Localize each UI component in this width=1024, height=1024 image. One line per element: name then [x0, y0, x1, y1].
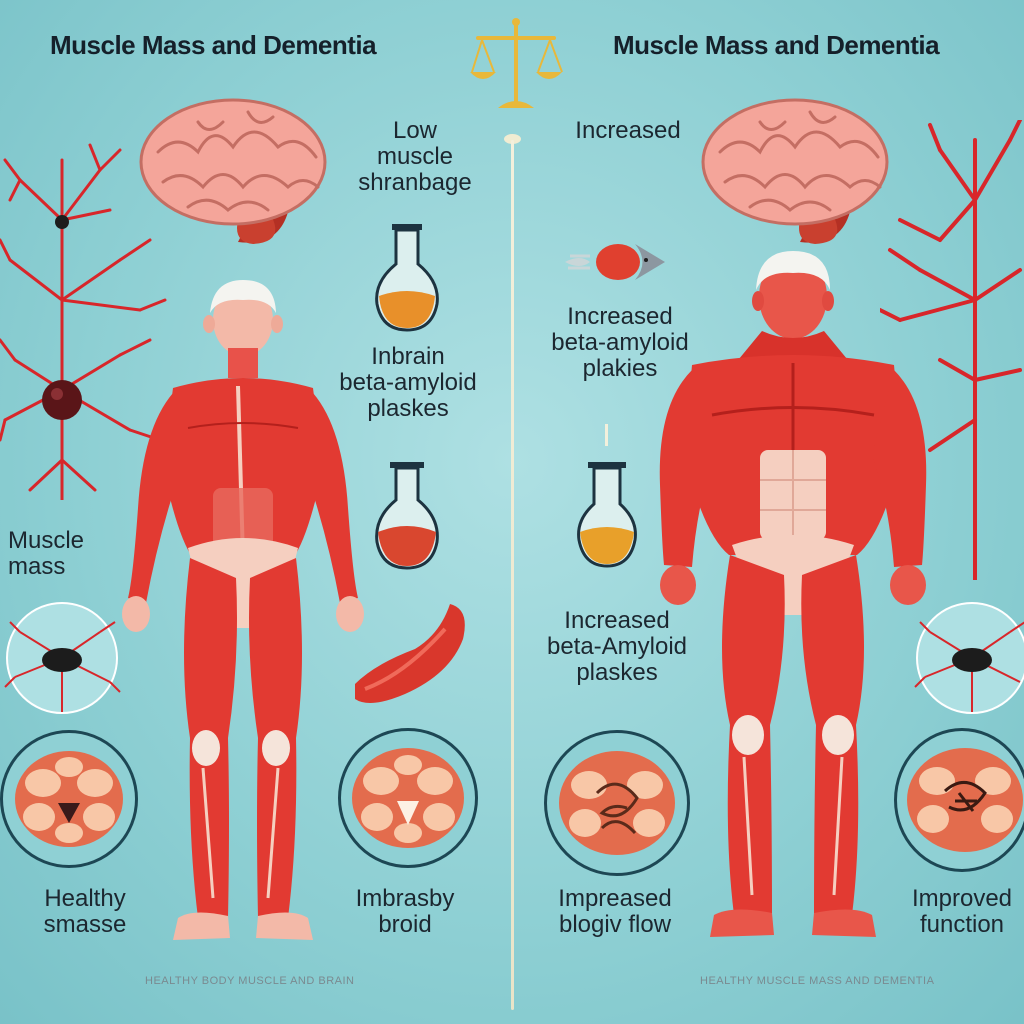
neuron-circle-icon-right [910, 602, 1024, 717]
scale-icon [468, 14, 564, 114]
right-label-top: Increased [575, 117, 681, 144]
right-caption-right: Improved function [911, 885, 1013, 939]
elderly-man-figure-muscular [652, 245, 934, 950]
elderly-man-figure-lean [118, 278, 368, 948]
left-label-mid: Inbrain beta-amyloid plaskes [339, 343, 477, 422]
flask-icon [372, 224, 442, 334]
neuron-icon [0, 140, 170, 500]
left-footer: HEALTHY BODY MUSCLE AND BRAIN [145, 975, 355, 987]
right-footer: HEALTHY MUSCLE MASS AND DEMENTIA [700, 975, 935, 987]
brain-section-left-2 [338, 728, 478, 868]
flask-icon-red [372, 462, 442, 572]
brain-icon [138, 92, 338, 252]
left-label-top: Low muscle shranbage [358, 117, 472, 196]
right-caption-left: Impreased blogiv flow [558, 885, 672, 939]
brain-section-right-1 [544, 730, 690, 876]
left-caption-left: Healthy smasse [43, 885, 127, 939]
center-divider [511, 140, 514, 1010]
muscle-piece-icon [345, 594, 475, 714]
left-caption-right: Imbrasby broid [355, 885, 455, 939]
neuron-icon-right [880, 120, 1024, 580]
neuron-circle-icon [0, 602, 130, 717]
brain-section-left-1 [0, 730, 138, 868]
brain-icon-right [700, 92, 900, 252]
divider-cap [504, 134, 521, 144]
brain-section-right-2 [894, 728, 1024, 872]
left-label-side: Muscle mass [8, 527, 85, 580]
right-title: Muscle Mass and Dementia [613, 30, 940, 60]
fish-icon [560, 232, 670, 292]
right-label-low: Increased beta-Amyloid plaskes [546, 607, 688, 686]
flask-icon-right [574, 424, 640, 570]
right-label-mid: Increased beta-amyloid plakies [551, 303, 689, 382]
left-title: Muscle Mass and Dementia [50, 30, 377, 60]
